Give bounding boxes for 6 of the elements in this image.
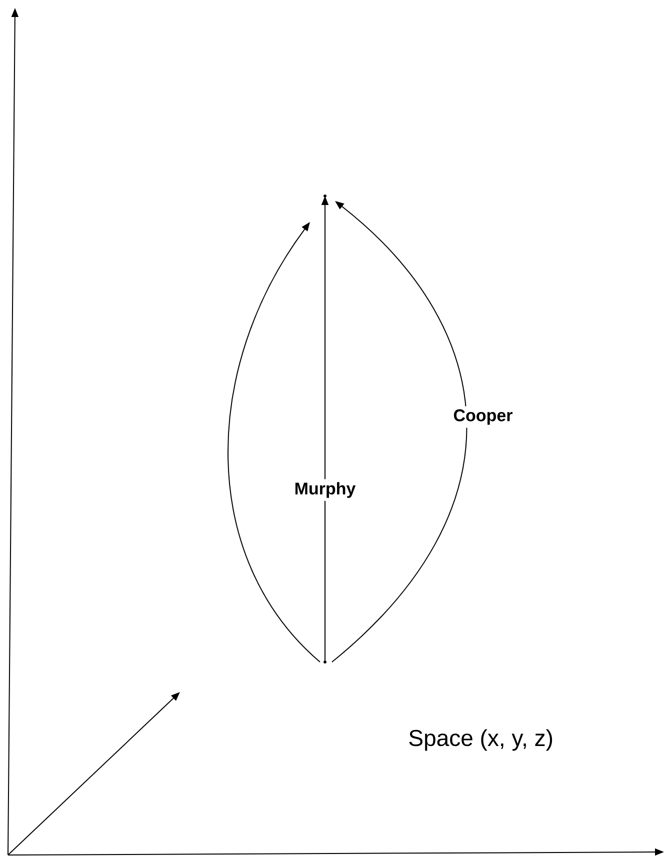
axis-label: Space (x, y, z) <box>409 729 552 751</box>
point <box>324 194 326 198</box>
arrow <box>332 201 468 662</box>
edge-label: Cooper <box>450 406 516 428</box>
edge-label: Murphy <box>291 479 359 501</box>
point <box>324 660 326 664</box>
